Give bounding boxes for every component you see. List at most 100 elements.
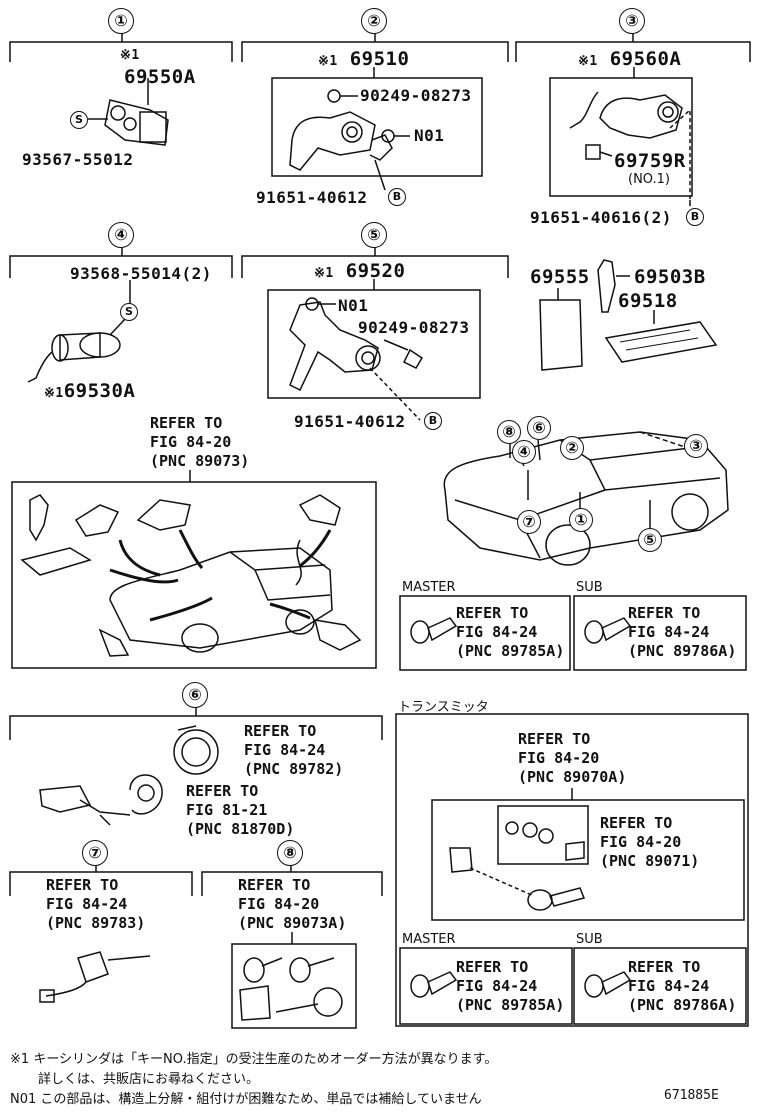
part-number-69560A: 69560A (609, 48, 682, 70)
part-number-69503B: 69503B (634, 266, 706, 288)
master-refer-bottom-l2: FIG 84-24 (456, 977, 538, 995)
section-number-5: ⑤ (361, 222, 387, 248)
master-refer-bottom-l3: (PNC 89785A) (456, 996, 565, 1014)
sub-refer-top-l3: (PNC 89786A) (628, 642, 737, 660)
transmitter-refer-inner-l2: FIG 84-20 (600, 833, 682, 851)
box-8 (231, 943, 357, 1029)
b-mark-3: B (686, 208, 704, 226)
car-refer-line1: REFER TO (150, 414, 223, 432)
s-mark-4: S (120, 303, 138, 321)
section-number-6: ⑥ (182, 682, 208, 708)
part-number-69555: 69555 (530, 266, 590, 288)
parts-6 (39, 725, 219, 826)
transmitter-artwork (449, 821, 586, 911)
refer-6b-l2: FIG 81-21 (186, 801, 268, 819)
sub-refer-top-l1: REFER TO (628, 604, 701, 622)
figure-id: 671885E (664, 1088, 719, 1103)
transmitter-refer-outer-l3: (PNC 89070A) (518, 768, 627, 786)
parts-8 (239, 957, 343, 1021)
part-number-69520-wrap: ※1 69520 (314, 260, 405, 282)
plate-69555 (539, 299, 583, 371)
refer-6b-l3: (PNC 81870D) (186, 820, 295, 838)
part-number-69759R: 69759R (614, 150, 686, 172)
marker-2: ※1 (318, 54, 338, 69)
footnote-n01-mark: N01 (10, 1092, 37, 1107)
part-number-93567: 93567-55012 (22, 150, 134, 169)
key-sub-bottom (584, 971, 632, 998)
master-label-bottom: MASTER (402, 932, 456, 947)
bracket-1 (9, 41, 233, 62)
key-sub-top (584, 617, 632, 644)
box-master-bottom (399, 947, 573, 1025)
parts-7 (39, 951, 151, 1003)
section-number-4: ④ (108, 222, 134, 248)
part-number-90249-b: 90249-08273 (358, 318, 470, 337)
car-callout-4: ④ (512, 440, 536, 464)
sub-refer-top-l2: FIG 84-24 (628, 623, 710, 641)
part-number-91651-a: 91651-40612 (256, 188, 368, 207)
part-note-no1: (NO.1) (628, 172, 670, 187)
part-number-69520: 69520 (345, 260, 406, 282)
car-callout-8: ⑧ (497, 420, 521, 444)
lock-cylinder-4 (27, 280, 131, 383)
refer-7-l3: (PNC 89783) (46, 914, 146, 932)
box-car-refer (11, 481, 377, 669)
refer-8-l3: (PNC 89073A) (238, 914, 347, 932)
s-mark-1: S (70, 111, 88, 129)
car-callout-6: ⑥ (527, 416, 551, 440)
box-transmitter-inner (431, 799, 745, 921)
lock-cylinder-1 (88, 78, 169, 146)
tag-69518 (604, 321, 718, 363)
part-n01-b: N01 (338, 296, 369, 315)
marker-4: ※1 (44, 386, 64, 401)
car-refer-artwork (20, 494, 362, 657)
transmitter-refer-inner-l3: (PNC 89071) (600, 852, 700, 870)
master-refer-top-l1: REFER TO (456, 604, 529, 622)
part-number-69518: 69518 (618, 290, 678, 312)
footnote-1-mark: ※1 (10, 1052, 30, 1067)
box-transmitter-ref (497, 805, 589, 865)
footnote-n01-text: この部品は、構造上分解・組付けが困難なため、単品では補給していません (40, 1092, 482, 1107)
master-refer-top-l3: (PNC 89785A) (456, 642, 565, 660)
key-master-bottom (410, 971, 458, 998)
bracket-4 (9, 255, 233, 278)
bracket-8 (201, 871, 383, 896)
key-master-top (410, 617, 458, 644)
footnote-n01: N01 この部品は、構造上分解・組付けが困難なため、単品では補給していません (10, 1088, 482, 1107)
refer-8-l1: REFER TO (238, 876, 311, 894)
section-number-8: ⑧ (277, 840, 303, 866)
b-mark-2: B (388, 188, 406, 206)
marker-3: ※1 (578, 54, 598, 69)
box-3 (549, 77, 693, 197)
car-refer-line2: FIG 84-20 (150, 433, 232, 451)
key-69503B (597, 259, 616, 313)
lock-cylinder-5 (289, 297, 424, 421)
box-2 (271, 77, 483, 177)
part-number-69530A-wrap: ※169530A (44, 380, 135, 402)
car-callout-2: ② (560, 436, 584, 460)
box-sub-top (573, 595, 747, 671)
box-transmitter (395, 713, 749, 1027)
lock-cylinder-3 (569, 91, 691, 206)
transmitter-title: トランスミッタ (398, 700, 489, 715)
bracket-7 (9, 871, 193, 896)
master-refer-top-l2: FIG 84-24 (456, 623, 538, 641)
sub-refer-bottom-l2: FIG 84-24 (628, 977, 710, 995)
part-number-69530A: 69530A (63, 380, 136, 402)
master-label-top: MASTER (402, 580, 456, 595)
master-refer-bottom-l1: REFER TO (456, 958, 529, 976)
refer-7-l2: FIG 84-24 (46, 895, 128, 913)
lock-cylinder-2 (289, 89, 410, 191)
transmitter-refer-outer-l2: FIG 84-20 (518, 749, 600, 767)
marker-1: ※1 (120, 48, 140, 63)
